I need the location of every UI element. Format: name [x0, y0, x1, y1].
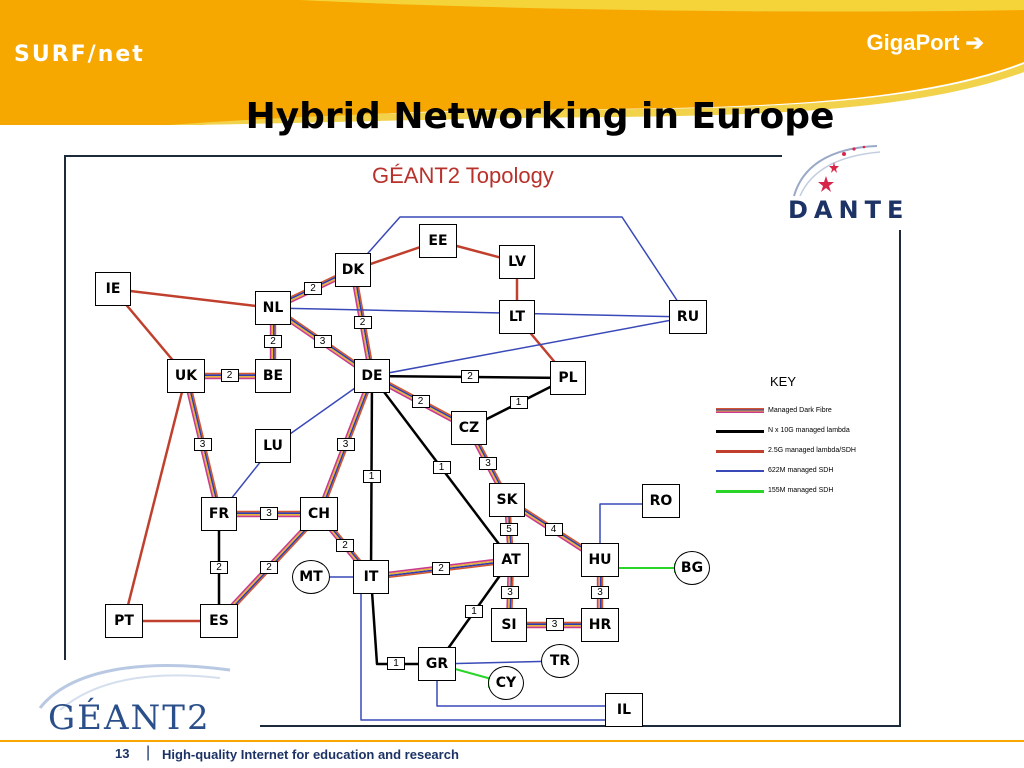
link-nl-ru	[272, 307, 689, 318]
key-title: KEY	[770, 374, 797, 389]
capacity-badge-at-gr: 1	[465, 605, 483, 618]
node-pt: PT	[105, 604, 143, 638]
link-uk-pt	[122, 375, 188, 622]
node-tr: TR	[541, 644, 579, 678]
node-lu: LU	[255, 429, 291, 463]
node-dk: DK	[335, 253, 371, 287]
capacity-badge-sk-at: 5	[500, 523, 518, 536]
node-de: DE	[354, 359, 390, 393]
capacity-badge-ch-es: 2	[260, 560, 278, 574]
capacity-badge-de-it: 1	[362, 469, 381, 483]
key-swatch-lambda	[716, 430, 764, 433]
node-es: ES	[200, 604, 238, 638]
node-cz: CZ	[451, 411, 487, 445]
link-de-ru	[371, 316, 689, 377]
link-gr-tr	[436, 660, 561, 665]
key-swatch-sdh25	[716, 450, 764, 453]
node-gr: GR	[418, 647, 456, 681]
node-bg: BG	[674, 551, 710, 585]
topology-title: GÉANT2 Topology	[372, 163, 554, 188]
link-it-gr	[369, 576, 437, 666]
footer-separator: |	[146, 744, 151, 761]
capacity-badge-pl-cz: 1	[509, 396, 528, 409]
capacity-badge-nl-be: 2	[264, 335, 282, 348]
node-hr: HR	[581, 608, 619, 642]
key-label-sdh155: 155M managed SDH	[768, 487, 834, 494]
capacity-badge-nl-dk: 2	[304, 282, 322, 295]
key-item-sdh25: 2.5G managed lambda/SDH	[716, 444, 896, 458]
node-si: SI	[491, 608, 527, 642]
key-label-dark: Managed Dark Fibre	[768, 407, 832, 414]
capacity-badge-nl-de: 3	[313, 335, 332, 348]
node-ro: RO	[642, 484, 680, 518]
dante-star-icon	[793, 145, 881, 197]
footer-tagline: High-quality Internet for education and …	[162, 747, 459, 762]
link-ie-nl	[112, 287, 274, 310]
node-at: AT	[493, 543, 529, 577]
page-number: 13	[115, 746, 130, 761]
capacity-badge-de-cz: 2	[411, 395, 430, 408]
capacity-badge-cz-sk: 3	[479, 457, 497, 470]
node-sk: SK	[489, 483, 525, 517]
geant2-logo-text: GÉANT2	[48, 698, 211, 738]
capacity-badge-dk-de: 2	[353, 316, 372, 329]
capacity-badge-at-it: 2	[432, 561, 450, 575]
key-label-sdh622: 622M managed SDH	[768, 467, 834, 474]
key-label-sdh25: 2.5G managed lambda/SDH	[768, 447, 856, 454]
link-it-il	[360, 577, 624, 721]
node-il: IL	[605, 693, 643, 727]
key-swatch-dark	[716, 408, 764, 413]
key-swatch-sdh622	[716, 470, 764, 472]
node-uk: UK	[167, 359, 205, 393]
node-lt: LT	[499, 300, 535, 334]
node-ee: EE	[419, 224, 457, 258]
surfnet-logo: SURF/net	[14, 42, 145, 67]
key-label-lambda: N x 10G managed lambda	[768, 427, 850, 434]
capacity-badge-uk-fr: 3	[193, 438, 212, 451]
node-lv: LV	[499, 245, 535, 279]
dante-logo-text: DANTE	[788, 196, 910, 224]
capacity-badge-fr-es: 2	[210, 560, 228, 574]
dante-logo: DANTE	[782, 138, 922, 230]
node-ie: IE	[95, 272, 131, 306]
footer-rule	[0, 740, 1024, 742]
link-dk-ru	[352, 216, 689, 318]
key-item-dark: Managed Dark Fibre	[716, 404, 896, 418]
node-ru: RU	[669, 300, 707, 334]
key-swatch-sdh155	[716, 490, 764, 493]
node-hu: HU	[581, 543, 619, 577]
node-be: BE	[255, 359, 291, 393]
node-mt: MT	[292, 560, 330, 594]
capacity-badge-ch-it: 2	[336, 538, 354, 552]
header-band-shape	[0, 0, 1024, 125]
capacity-badge-de-at: 1	[432, 461, 451, 474]
slide-title: Hybrid Networking in Europe	[245, 96, 835, 137]
capacity-badge-hu-hr: 3	[591, 585, 609, 599]
header-band	[0, 0, 1024, 125]
node-cy: CY	[488, 666, 524, 700]
capacity-badge-sk-hu: 4	[544, 523, 563, 536]
node-pl: PL	[550, 361, 586, 395]
capacity-badge-si-hr: 3	[545, 618, 564, 631]
node-ch: CH	[300, 497, 338, 531]
capacity-badge-de-ch: 3	[336, 438, 355, 451]
node-nl: NL	[255, 291, 291, 325]
node-it: IT	[353, 560, 389, 594]
node-fr: FR	[201, 497, 237, 531]
key-item-lambda: N x 10G managed lambda	[716, 424, 896, 438]
capacity-badge-fr-ch: 3	[260, 507, 278, 520]
capacity-badge-it-gr: 1	[387, 657, 405, 670]
capacity-badge-at-si: 3	[501, 585, 519, 599]
link-gr-il	[436, 664, 624, 707]
geant2-swoosh-icon	[38, 664, 231, 711]
geant2-logo: GÉANT2	[0, 660, 260, 745]
gigaport-link[interactable]: GigaPort ➔	[866, 30, 984, 55]
capacity-badge-de-pl: 2	[461, 370, 479, 383]
key-item-sdh155: 155M managed SDH	[716, 484, 896, 498]
key-item-sdh622: 622M managed SDH	[716, 464, 896, 478]
capacity-badge-uk-be: 2	[220, 369, 239, 382]
